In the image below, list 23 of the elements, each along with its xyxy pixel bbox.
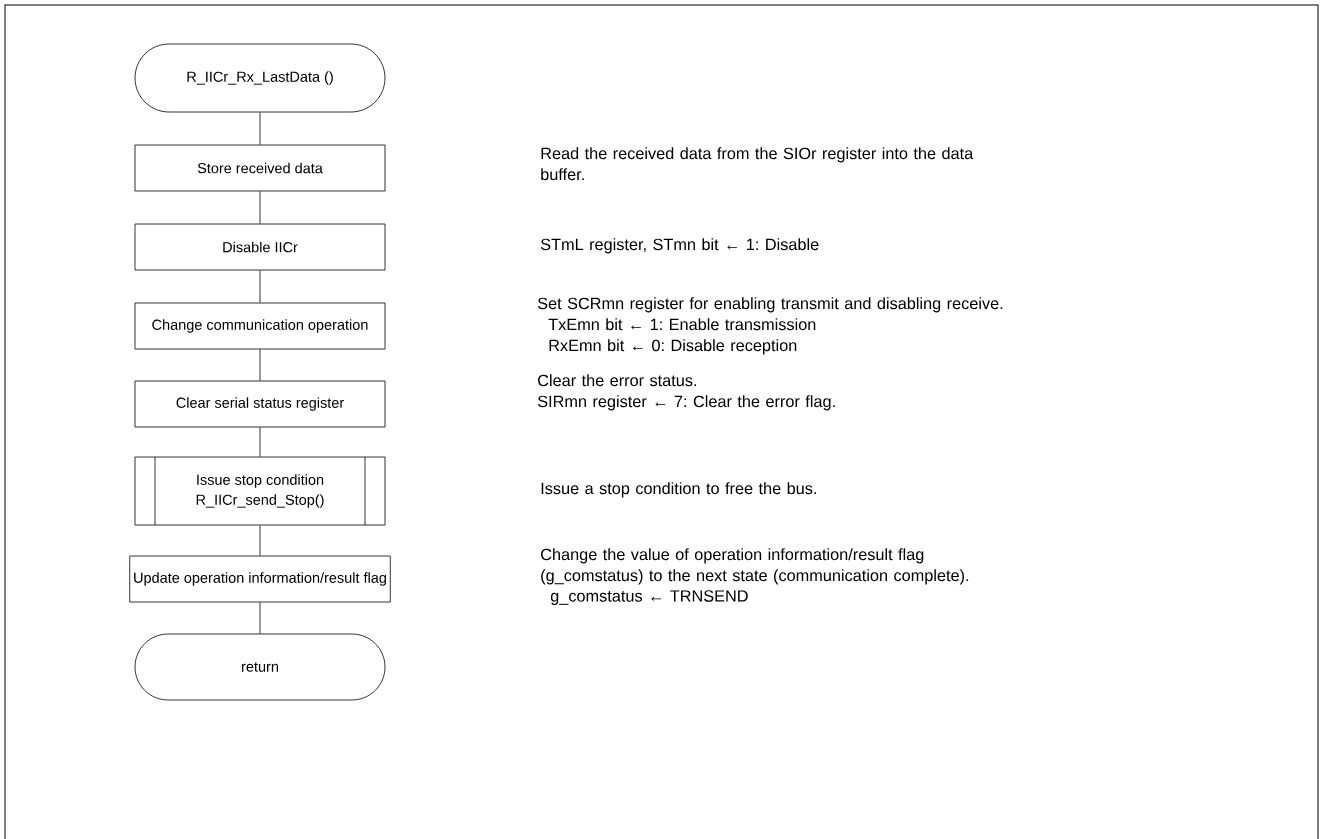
connector-line: [259, 270, 261, 303]
description-text: Set SCRmn register for enabling transmit and disabling receive.: [537, 297, 1003, 313]
process-box: Clear serial status register: [134, 380, 386, 428]
connector-line: [259, 191, 261, 224]
description-text: Clear the error status.: [538, 374, 697, 387]
description-text: TxEmn bit ← 1: Enable transmission: [548, 318, 816, 331]
description-text: Read the received data from the SIOr register into the data buffer.: [541, 147, 974, 181]
process-box: Disable IICr: [134, 223, 386, 271]
connector-line: [259, 602, 261, 634]
description-text: SIRmn register ← 7: Clear the error flag.: [537, 395, 835, 411]
connector-line: [259, 349, 261, 381]
connector-line: [259, 427, 261, 457]
process-box: Change communication operation: [134, 302, 386, 350]
description-text: g_comstatus ← TRNSEND: [550, 590, 748, 605]
description-text: STmL register, STmn bit ← 1: Disable: [540, 238, 819, 254]
process-box: Update operation information/result flag: [129, 555, 391, 603]
process-box: Store received data: [134, 144, 386, 192]
connector-line: [259, 112, 261, 145]
connector-line: [259, 525, 261, 556]
description-text: Change the value of operation information/result flag (g_comstatus) to the next state (communication complete).: [541, 548, 969, 585]
predefined-process-box: Issue stop condition R_IICr_send_Stop(): [134, 456, 386, 526]
description-text: Issue a stop condition to free the bus.: [541, 482, 816, 498]
description-text: RxEmn bit ← 0: Disable reception: [549, 339, 797, 355]
